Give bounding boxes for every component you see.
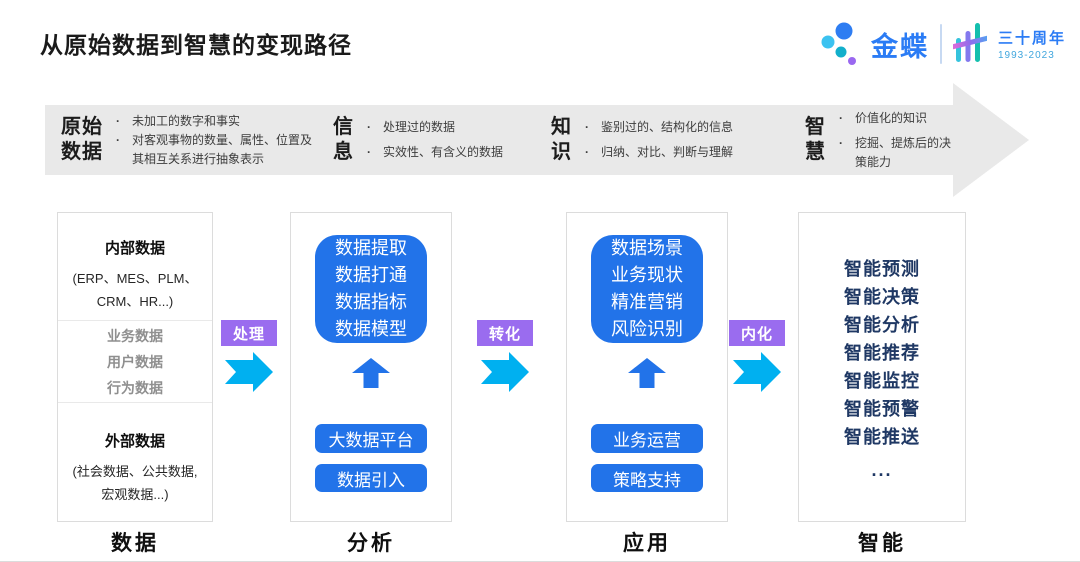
column-application: 数据场景 业务现状 精准营销 风险识别 业务运营 策略支持 xyxy=(566,212,728,522)
right-arrow-icon xyxy=(733,352,781,392)
banner-arrowhead xyxy=(953,83,1029,197)
external-data-title: 外部数据 xyxy=(104,433,165,450)
data-type-item: 用户数据 xyxy=(107,353,163,370)
kingdee-dots-icon xyxy=(821,22,856,65)
internal-data-section: 内部数据 (ERP、MES、PLM、CRM、HR...) xyxy=(58,213,212,321)
column-label-application: 应用 xyxy=(623,532,671,555)
bullet-item: 鉴别过的、结构化的信息 xyxy=(585,118,733,137)
right-arrow-icon xyxy=(481,352,529,392)
column-analysis: 数据提取 数据打通 数据指标 数据模型 大数据平台 数据引入 xyxy=(290,212,452,522)
intelligence-item: 智能决策 xyxy=(844,287,920,307)
data-type-item: 行为数据 xyxy=(107,379,163,396)
bullet-item: 挖掘、提炼后的决策能力 xyxy=(839,134,953,172)
kingdee-logo: 金蝶 三十周年 1993-2023 xyxy=(820,18,1066,70)
stage-raw-data: 原始 数据 未加工的数字和事实 对客观事物的数量、属性、位置及其相互关系进行抽象… xyxy=(61,105,312,175)
external-data-detail: (社会数据、公共数据, 宏观数据...) xyxy=(72,464,198,502)
stage-heading: 智 慧 xyxy=(805,116,826,163)
data-type-item: 业务数据 xyxy=(107,327,163,344)
internal-data-title: 内部数据 xyxy=(104,240,165,257)
stage-bullet-list: 未加工的数字和事实 对客观事物的数量、属性、位置及其相互关系进行抽象表示 xyxy=(116,112,312,169)
intelligence-item: 智能推荐 xyxy=(844,343,920,363)
stage-information: 信 息 处理过的数据 实效性、有含义的数据 xyxy=(333,105,503,175)
column-intelligence: 智能预测 智能决策 智能分析 智能推荐 智能监控 智能预警 智能推送 ... xyxy=(798,212,966,522)
anniversary-years: 1993-2023 xyxy=(997,50,1055,61)
bullet-text: 归纳、对比、判断与理解 xyxy=(601,145,734,159)
anniversary-label: 三十周年 xyxy=(997,30,1066,47)
up-arrow-icon xyxy=(352,358,390,388)
bullet-item: 对客观事物的数量、属性、位置及其相互关系进行抽象表示 xyxy=(116,131,312,169)
dikw-arrow-banner: 原始 数据 未加工的数字和事实 对客观事物的数量、属性、位置及其相互关系进行抽象… xyxy=(45,105,953,175)
anniversary-text: 三十周年 1993-2023 xyxy=(998,27,1066,61)
logo-divider xyxy=(939,24,942,64)
bullet-text: 未加工的数字和事实 xyxy=(132,113,241,128)
stage-bullet-list: 鉴别过的、结构化的信息 归纳、对比、判断与理解 xyxy=(585,115,733,165)
external-data-section: 外部数据 (社会数据、公共数据, 宏观数据...) xyxy=(58,403,212,506)
stage-heading: 原始 数据 xyxy=(61,116,103,163)
stage-heading: 信 息 xyxy=(333,116,354,163)
stage-bullet-list: 处理过的数据 实效性、有含义的数据 xyxy=(367,115,503,165)
analysis-ingest-box: 数据引入 xyxy=(315,464,427,492)
column-data: 内部数据 (ERP、MES、PLM、CRM、HR...) 业务数据 用户数据 行… xyxy=(57,212,213,522)
page-title: 从原始数据到智慧的变现路径 xyxy=(40,32,352,58)
application-strategy-box: 策略支持 xyxy=(591,464,703,492)
bullet-item: 归纳、对比、判断与理解 xyxy=(585,143,733,162)
stage-knowledge: 知 识 鉴别过的、结构化的信息 归纳、对比、判断与理解 xyxy=(551,105,733,175)
bullet-item: 价值化的知识 xyxy=(839,109,953,128)
intelligence-item: 智能推送 xyxy=(844,427,920,447)
intelligence-item: 智能预警 xyxy=(844,399,920,419)
anniversary-mark-icon xyxy=(952,23,987,62)
analysis-capability-box: 数据提取 数据打通 数据指标 数据模型 xyxy=(315,235,427,343)
connector-process: 处理 xyxy=(221,320,277,392)
up-arrow-icon xyxy=(628,358,666,388)
bullet-text: 处理过的数据 xyxy=(383,120,456,134)
bullet-item: 实效性、有含义的数据 xyxy=(367,143,503,162)
bullet-item: 处理过的数据 xyxy=(367,118,503,137)
bullet-item: 未加工的数字和事实 xyxy=(116,112,312,131)
middle-data-section: 业务数据 用户数据 行为数据 xyxy=(58,321,212,403)
column-label-data: 数据 xyxy=(111,532,159,555)
bullet-text: 对客观事物的数量、属性、位置及其相互关系进行抽象表示 xyxy=(132,132,313,166)
brand-name: 金蝶 xyxy=(870,31,929,62)
connector-badge: 处理 xyxy=(221,320,277,346)
bullet-text: 价值化的知识 xyxy=(855,110,928,125)
application-operations-box: 业务运营 xyxy=(591,424,703,453)
column-label-analysis: 分析 xyxy=(347,532,395,555)
connector-badge: 内化 xyxy=(729,320,785,346)
internal-data-detail: (ERP、MES、PLM、CRM、HR...) xyxy=(72,271,198,309)
application-scenario-box: 数据场景 业务现状 精准营销 风险识别 xyxy=(591,235,703,343)
bullet-text: 鉴别过的、结构化的信息 xyxy=(601,120,734,134)
connector-transform: 转化 xyxy=(477,320,533,392)
connector-badge: 转化 xyxy=(477,320,533,346)
stage-wisdom: 智 慧 价值化的知识 挖掘、提炼后的决策能力 xyxy=(805,105,953,175)
intelligence-item: 智能预测 xyxy=(844,259,920,279)
column-label-intelligence: 智能 xyxy=(858,532,906,555)
bullet-text: 挖掘、提炼后的决策能力 xyxy=(855,135,952,169)
bullet-text: 实效性、有含义的数据 xyxy=(383,145,504,159)
analysis-platform-box: 大数据平台 xyxy=(315,424,427,453)
connector-internalize: 内化 xyxy=(729,320,785,392)
intelligence-item: 智能监控 xyxy=(844,371,920,391)
intelligence-more: ... xyxy=(871,460,893,480)
intelligence-item: 智能分析 xyxy=(844,315,920,335)
right-arrow-icon xyxy=(225,352,273,392)
stage-heading: 知 识 xyxy=(551,116,572,163)
stage-bullet-list: 价值化的知识 挖掘、提炼后的决策能力 xyxy=(839,106,953,175)
